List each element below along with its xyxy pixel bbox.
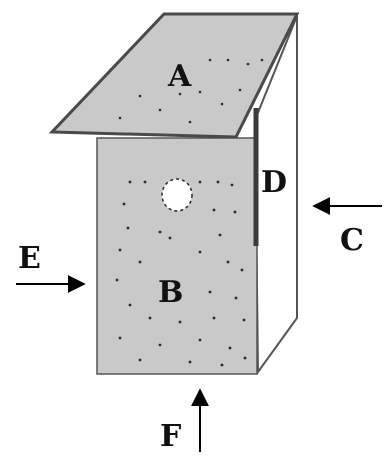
roof-panel: [48, 12, 300, 139]
label-d: D: [261, 165, 287, 200]
label-b: B: [158, 275, 183, 310]
roof-speckle: [118, 58, 264, 124]
house-front-face: [96, 137, 258, 375]
entrance-hole: [161, 178, 193, 212]
label-f: F: [160, 419, 181, 454]
label-e: E: [18, 241, 41, 276]
label-c: C: [340, 223, 364, 258]
front-speckle: [115, 180, 247, 367]
label-a: A: [167, 59, 192, 94]
